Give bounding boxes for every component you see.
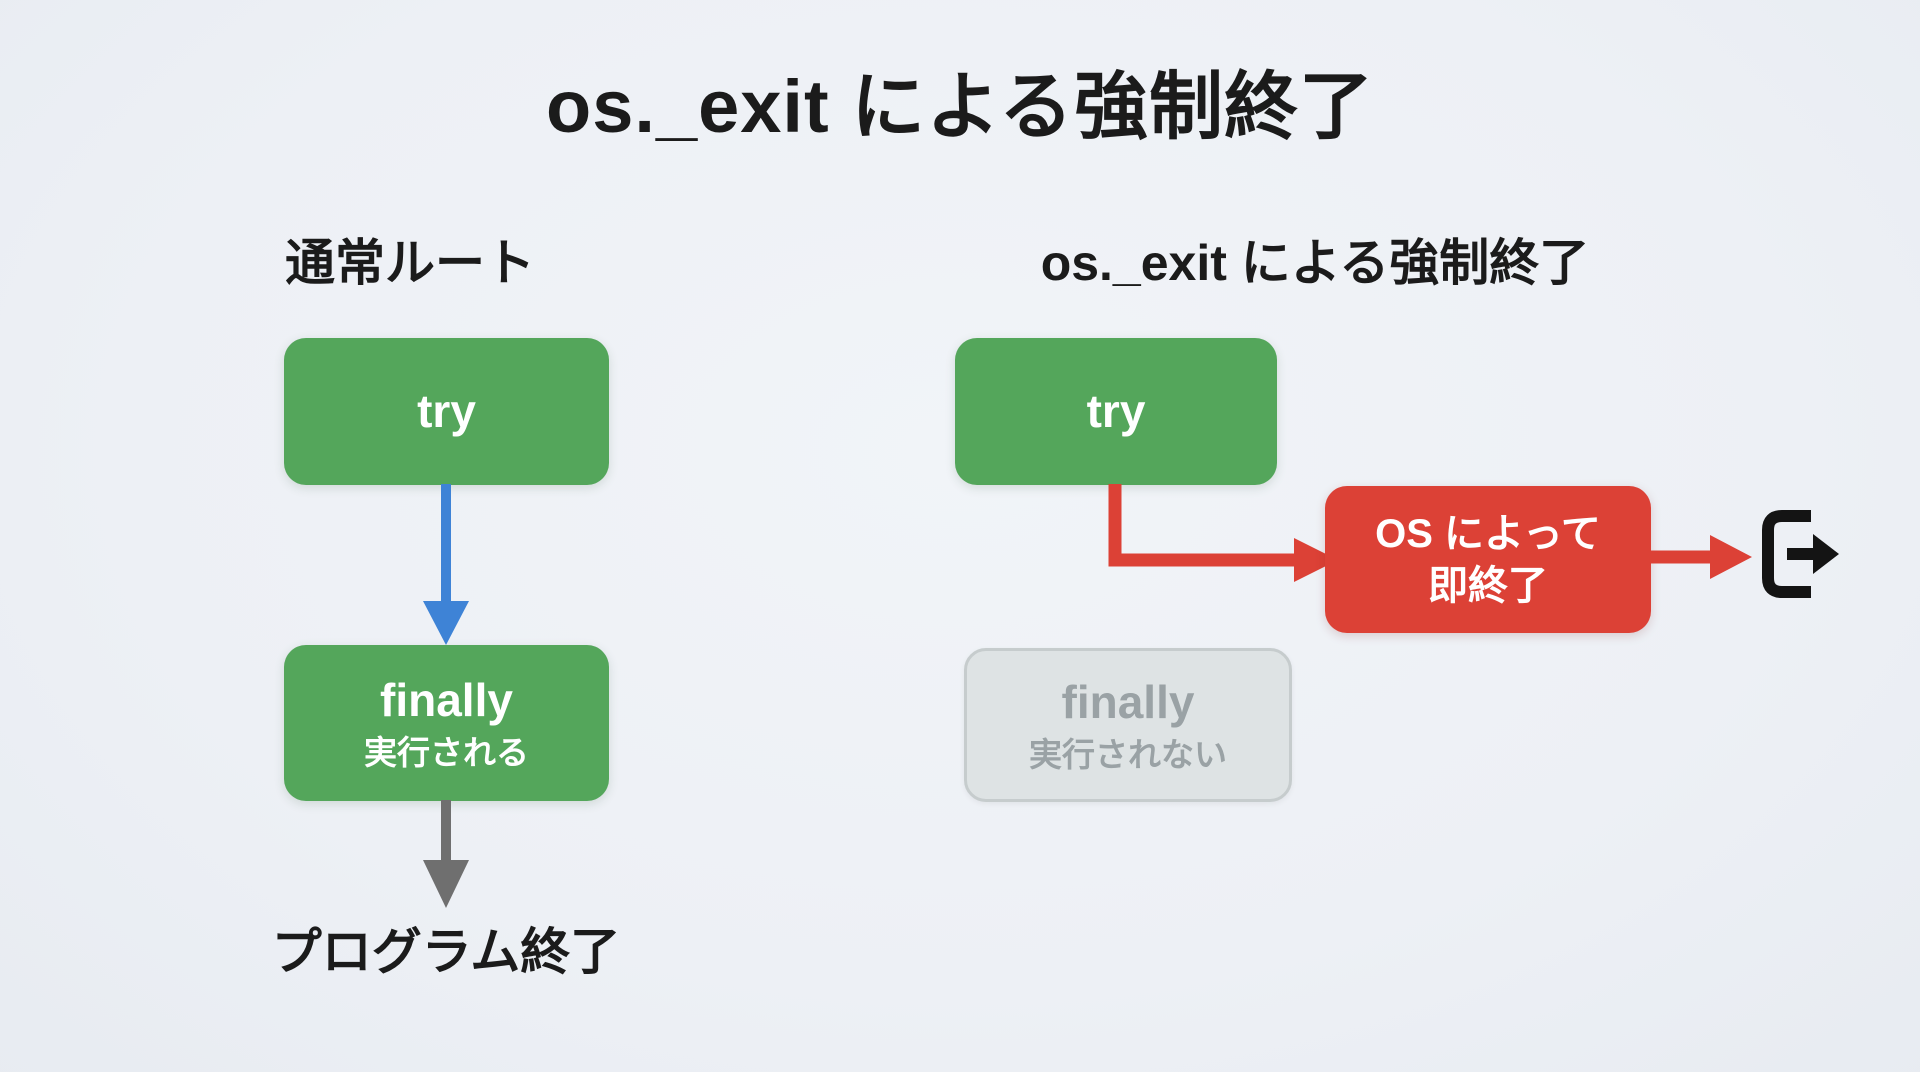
- red-right-arrow-icon: [1648, 535, 1752, 579]
- left-finally-label: finally: [380, 674, 513, 727]
- os-exit-label-line1: OS によって: [1375, 511, 1601, 556]
- blue-down-arrowhead-icon: [423, 601, 469, 645]
- gray-down-arrowhead-icon: [423, 860, 469, 908]
- red-elbow-arrow-icon: [1108, 484, 1338, 582]
- left-column-heading: 通常ルート: [285, 235, 535, 291]
- right-finally-label: finally: [1061, 676, 1195, 729]
- left-try-label: try: [417, 385, 476, 438]
- left-try-node: try: [284, 338, 609, 485]
- gray-down-arrow-icon: [441, 800, 451, 864]
- left-finally-note: 実行される: [364, 734, 529, 772]
- left-finally-node: finally 実行される: [284, 645, 609, 801]
- right-try-node: try: [955, 338, 1277, 485]
- right-try-label: try: [1086, 385, 1146, 438]
- right-finally-node-disabled: finally 実行されない: [964, 648, 1292, 802]
- os-exit-node: OS によって 即終了: [1325, 486, 1651, 633]
- right-column-heading: os._exit による強制終了: [1040, 235, 1590, 291]
- page-title: os._exit による強制終了: [546, 65, 1374, 148]
- exit-icon: [1762, 510, 1839, 598]
- os-exit-label-line2: 即終了: [1428, 563, 1548, 608]
- right-finally-note: 実行されない: [1029, 736, 1227, 774]
- program-end-label: プログラム終了: [271, 924, 621, 980]
- blue-down-arrow-icon: [441, 484, 451, 606]
